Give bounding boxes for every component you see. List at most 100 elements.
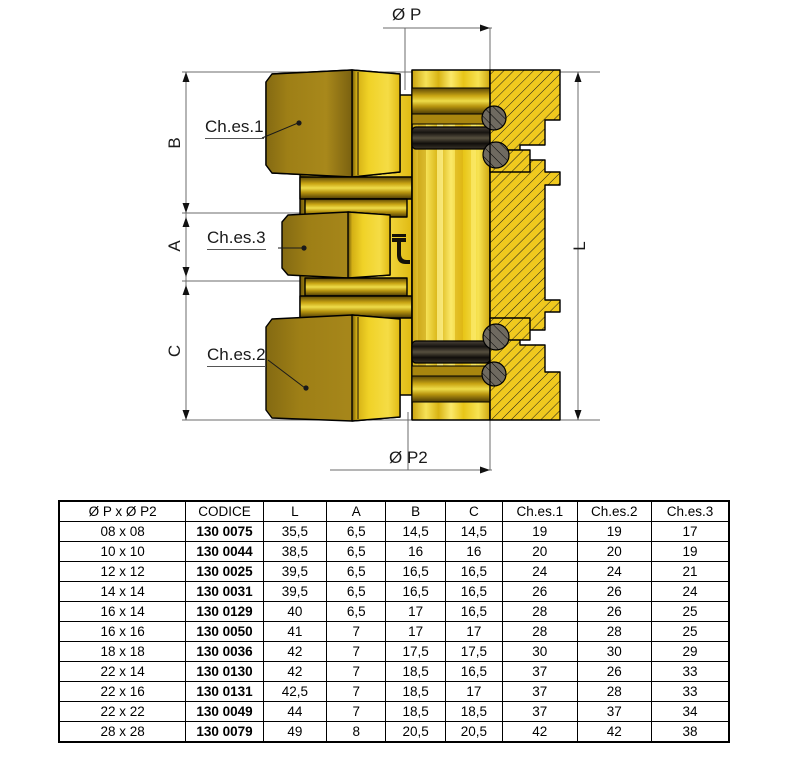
dimension-label-L: L [570, 241, 589, 251]
cell-b: 16,5 [385, 561, 446, 582]
cell-ches2: 26 [576, 661, 652, 682]
cell-size: 22 x 14 [60, 661, 187, 682]
cell-b: 18,5 [385, 681, 446, 702]
cell-codice: 130 0044 [185, 541, 264, 562]
cell-codice: 130 0075 [185, 521, 264, 542]
cell-ches3: 21 [650, 561, 728, 582]
cell-codice: 130 0130 [185, 661, 264, 682]
cell-l: 42 [262, 661, 328, 682]
cell-ches3: 38 [650, 721, 728, 741]
callout-label-ches1: Ch.es.1 [205, 117, 264, 139]
cell-codice: 130 0049 [185, 701, 264, 722]
cell-size: 28 x 28 [60, 721, 187, 741]
diameter-label-P: Ø P [392, 5, 422, 24]
cell-ches3: 25 [650, 601, 728, 622]
cell-ches2: 26 [576, 601, 652, 622]
header-a: A [326, 502, 387, 522]
cell-size: 16 x 14 [60, 601, 187, 622]
header-ches2: Ch.es.2 [576, 502, 652, 522]
header-c: C [444, 502, 504, 522]
cell-a: 7 [326, 641, 387, 662]
cell-a: 8 [326, 721, 387, 741]
cell-a: 7 [326, 621, 387, 642]
cell-l: 38,5 [262, 541, 328, 562]
cell-a: 6,5 [326, 561, 387, 582]
cell-size: 22 x 16 [60, 681, 187, 702]
cell-codice: 130 0036 [185, 641, 264, 662]
cell-ches2: 26 [576, 581, 652, 602]
cell-codice: 130 0131 [185, 681, 264, 702]
cell-b: 17,5 [385, 641, 446, 662]
cell-b: 20,5 [385, 721, 446, 741]
header-ches3: Ch.es.3 [650, 502, 728, 522]
cell-a: 6,5 [326, 541, 387, 562]
cell-ches3: 25 [650, 621, 728, 642]
cell-c: 17,5 [444, 641, 504, 662]
compression-fitting [265, 69, 561, 422]
cell-ches3: 17 [650, 521, 728, 542]
cell-ches1: 37 [502, 661, 578, 682]
cell-codice: 130 0050 [185, 621, 264, 642]
cell-ches1: 42 [502, 721, 578, 741]
cell-l: 39,5 [262, 561, 328, 582]
header-l: L [262, 502, 328, 522]
cell-c: 16,5 [444, 581, 504, 602]
cell-ches3: 24 [650, 581, 728, 602]
cell-codice: 130 0129 [185, 601, 264, 622]
callout-label-ches2: Ch.es.2 [207, 345, 266, 367]
header-ches1: Ch.es.1 [502, 502, 578, 522]
brand-logo-icon [392, 234, 410, 264]
dimension-label-A: A [165, 240, 184, 252]
cell-a: 6,5 [326, 581, 387, 602]
cell-a: 7 [326, 681, 387, 702]
cell-ches2: 24 [576, 561, 652, 582]
dimension-arrows [182, 24, 582, 474]
header-codice: CODICE [185, 502, 264, 522]
cell-size: 08 x 08 [60, 521, 187, 542]
cell-b: 14,5 [385, 521, 446, 542]
cell-ches2: 28 [576, 681, 652, 702]
cell-ches1: 26 [502, 581, 578, 602]
cell-b: 17 [385, 601, 446, 622]
cell-b: 17 [385, 621, 446, 642]
cell-b: 18,5 [385, 701, 446, 722]
cell-l: 42 [262, 641, 328, 662]
cell-b: 16 [385, 541, 446, 562]
cell-size: 18 x 18 [60, 641, 187, 662]
cell-ches1: 28 [502, 621, 578, 642]
technical-drawing: B A C L Ø P Ø P2 Ch.es.1 Ch.es.3 Ch.es.2 [165, 5, 600, 474]
cell-ches2: 30 [576, 641, 652, 662]
cell-ches3: 33 [650, 681, 728, 702]
cell-a: 7 [326, 701, 387, 722]
cell-size: 10 x 10 [60, 541, 187, 562]
cell-ches1: 30 [502, 641, 578, 662]
cell-ches1: 20 [502, 541, 578, 562]
cell-ches2: 19 [576, 521, 652, 542]
cell-l: 42,5 [262, 681, 328, 702]
oring-upper [411, 126, 491, 150]
diameter-label-P2: Ø P2 [389, 448, 428, 467]
cell-ches2: 42 [576, 721, 652, 741]
cell-ches1: 37 [502, 701, 578, 722]
cell-l: 44 [262, 701, 328, 722]
ring-upper [299, 176, 413, 200]
callout-label-ches3: Ch.es.3 [207, 228, 266, 250]
cell-l: 35,5 [262, 521, 328, 542]
cell-ches2: 20 [576, 541, 652, 562]
cell-ches3: 19 [650, 541, 728, 562]
header-b: B [385, 502, 446, 522]
dimension-label-C: C [165, 344, 184, 358]
